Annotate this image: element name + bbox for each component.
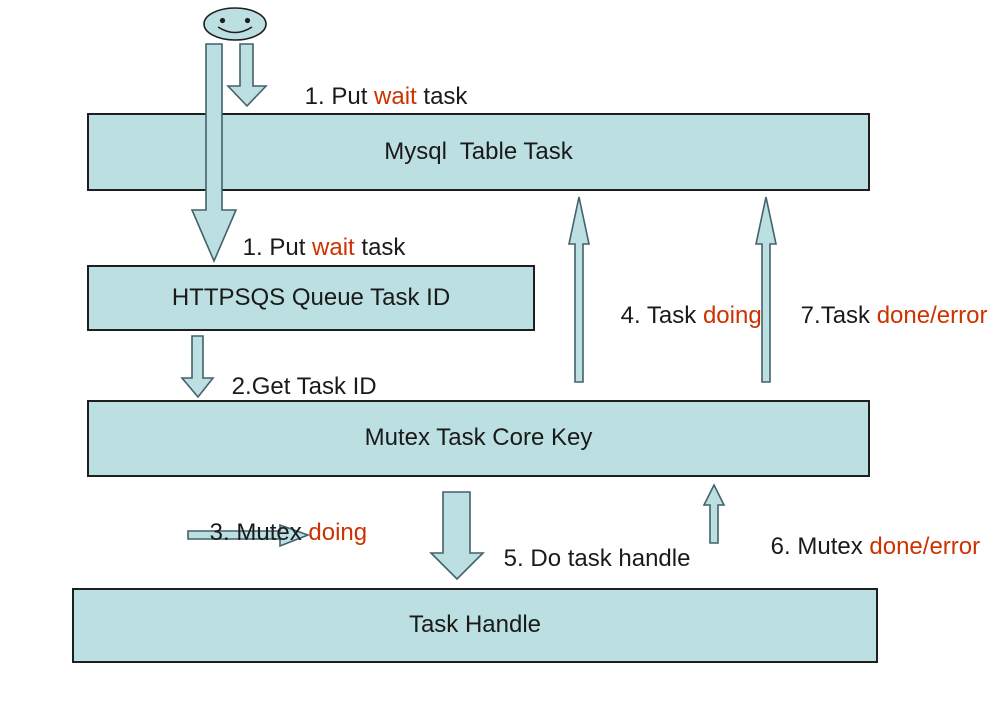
- mutex-task-core-key-box: Mutex Task Core Key: [87, 400, 870, 477]
- step2-label: 2.Get Task ID: [231, 372, 377, 400]
- httpsqs-queue-label: HTTPSQS Queue Task ID: [171, 283, 451, 311]
- task-handle-box: Task Handle: [72, 588, 878, 663]
- step5-label: 5. Do task handle: [503, 544, 691, 572]
- arrow-mutex-done-error-up: [702, 483, 726, 544]
- arrow-task-doing-up: [568, 196, 590, 383]
- arrow-user-to-mysql: [226, 43, 268, 108]
- httpsqs-queue-box: HTTPSQS Queue Task ID: [87, 265, 535, 331]
- mysql-table-task-box: Mysql Table Task: [87, 113, 870, 191]
- step1-mid-label: 1. Put wait task: [242, 233, 406, 261]
- step1-top-label: 1. Put wait task: [304, 82, 468, 110]
- step3-label: 3. Mutex doing: [209, 518, 368, 546]
- step6-label: 6. Mutex done/error: [770, 532, 981, 560]
- mysql-table-task-label: Mysql Table Task: [384, 137, 573, 165]
- arrow-do-task-handle: [429, 491, 485, 581]
- task-handle-label: Task Handle: [408, 611, 542, 639]
- step4-label: 4. Task doing: [620, 301, 762, 329]
- step7-label: 7.Task done/error: [800, 301, 988, 329]
- mutex-task-core-key-label: Mutex Task Core Key: [364, 424, 593, 452]
- smiley-face-icon: [203, 7, 267, 41]
